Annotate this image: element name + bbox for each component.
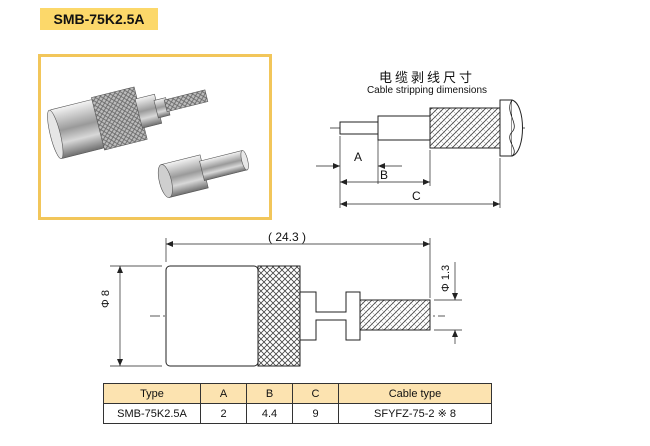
- dim-label-a: A: [354, 150, 363, 164]
- length-label: ( 24.3 ): [268, 230, 307, 244]
- model-title: SMB-75K2.5A: [53, 11, 145, 27]
- connector-side-drawing: [110, 238, 462, 367]
- table-row: SMB-75K2.5A 2 4.4 9 SFYFZ-75-2 ※ 8: [103, 403, 492, 424]
- product-photo: [38, 54, 272, 220]
- header-type: Type: [103, 383, 201, 404]
- cell-b: 4.4: [246, 403, 293, 424]
- dim-label-c: C: [412, 189, 421, 203]
- dim-label-b: B: [380, 168, 389, 182]
- spec-table-header-row: Type A B C Cable type: [103, 383, 492, 404]
- header-cable-type: Cable type: [338, 383, 492, 404]
- header-b: B: [246, 383, 293, 404]
- cell-cable-type: SFYFZ-75-2 ※ 8: [338, 403, 492, 424]
- pin-diameter-label: Φ 1.3: [440, 264, 452, 292]
- strip-title-en: Cable stripping dimensions: [366, 85, 488, 96]
- cell-c: 9: [292, 403, 339, 424]
- cell-type: SMB-75K2.5A: [103, 403, 201, 424]
- cell-a: 2: [200, 403, 247, 424]
- diameter-label: Φ 8: [100, 290, 112, 308]
- strip-title-cn: 电缆剥线尺寸: [378, 71, 475, 86]
- header-c: C: [292, 383, 339, 404]
- model-title-box: SMB-75K2.5A: [40, 8, 158, 30]
- header-a: A: [200, 383, 247, 404]
- cable-strip-drawing: [316, 99, 528, 208]
- spec-table: Type A B C Cable type SMB-75K2.5A 2 4.4 …: [103, 383, 492, 424]
- connector-photo-image: [47, 86, 249, 198]
